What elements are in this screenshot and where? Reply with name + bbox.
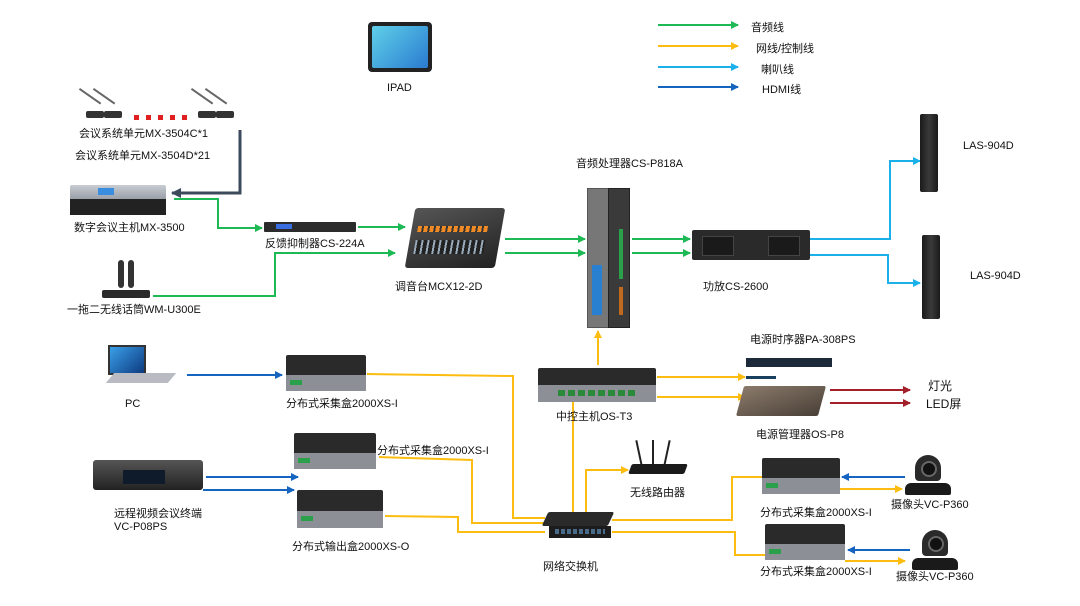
power-manager-icon — [735, 386, 827, 416]
wire-enc-pc-to-switch — [366, 373, 545, 519]
wireless-mic-icon — [102, 260, 150, 298]
switch-label: 网络交换机 — [543, 561, 598, 573]
power-sequencer-icon — [746, 358, 832, 367]
camera2-label: 摄像头VC-P360 — [896, 571, 974, 583]
encoder-box-icon — [286, 355, 366, 391]
wire-enc-vc-to-switch — [378, 456, 545, 524]
conference-units-label-1: 会议系统单元MX-3504C*1 — [79, 128, 208, 140]
amplifier-icon — [692, 230, 810, 260]
ipad-label: IPAD — [387, 82, 412, 94]
legend-speaker-label: 喇叭线 — [761, 64, 794, 76]
column-speaker-icon — [922, 235, 940, 319]
conference-host-icon — [70, 185, 166, 215]
ipad-icon — [368, 22, 432, 72]
wire-dec-vc-to-switch — [384, 515, 545, 533]
audio-processor-label: 音频处理器CS-P818A — [576, 158, 683, 170]
decoder-box-icon — [297, 490, 383, 528]
wire-switch-to-router — [585, 466, 629, 512]
central-controller-icon — [538, 368, 656, 402]
router-label: 无线路由器 — [630, 487, 685, 499]
central-controller-label: 中控主机OS-T3 — [556, 411, 633, 423]
wire-switch-to-enc-cam2 — [612, 531, 765, 556]
amplifier-label: 功放CS-2600 — [703, 281, 769, 293]
led-label: LED屏 — [926, 397, 962, 411]
camera1-label: 摄像头VC-P360 — [891, 499, 969, 511]
legend-hdmi-label: HDMI线 — [762, 84, 802, 96]
wire-host-to-feedback — [174, 198, 263, 232]
wireless-router-icon — [628, 440, 688, 476]
mixer-label: 调音台MCX12-2D — [395, 281, 483, 293]
laptop-icon — [104, 345, 177, 387]
encoder-cam1-label: 分布式采集盒2000XS-I — [760, 507, 872, 519]
pc-label: PC — [125, 398, 141, 410]
mixer-icon — [404, 208, 506, 268]
ptz-camera-icon — [905, 455, 951, 495]
network-switch-icon — [541, 512, 615, 542]
vc-terminal-label-2: VC-P08PS — [114, 521, 168, 533]
encoder-cam2-label: 分布式采集盒2000XS-I — [760, 566, 872, 578]
feedback-suppressor-label: 反馈抑制器CS-224A — [265, 238, 365, 250]
encoder-vc-label: 分布式采集盒2000XS-I — [377, 445, 489, 457]
wire-amp-to-speaker1 — [810, 157, 921, 240]
encoder-box-icon — [765, 524, 845, 560]
column-speaker-icon — [920, 114, 938, 192]
audio-processor-icon — [587, 188, 630, 328]
conference-bus-wire — [171, 130, 242, 198]
vc-terminal-label-1: 远程视频会议终端 — [114, 508, 202, 520]
decoder-vc-label: 分布式输出盒2000XS-O — [292, 541, 410, 553]
wire-switch-to-enc-cam1 — [612, 476, 762, 521]
conference-units-ellipsis — [134, 115, 187, 120]
wire-amp-to-speaker2 — [810, 254, 921, 287]
power-sequencer-bar-icon — [746, 376, 776, 379]
legend-audio-label: 音频线 — [751, 22, 784, 34]
wire-mic-to-mixer — [153, 249, 396, 297]
feedback-suppressor-icon — [264, 222, 356, 232]
wireless-mic-label: 一拖二无线话筒WM-U300E — [67, 304, 201, 316]
conference-mic-icon — [78, 88, 126, 118]
light-label: 灯光 — [928, 379, 953, 393]
video-conference-terminal-icon — [93, 460, 203, 490]
legend-lines — [658, 21, 739, 91]
legend-network-label: 网线/控制线 — [756, 43, 815, 55]
conference-host-label: 数字会议主机MX-3500 — [74, 222, 185, 234]
sequencer-label: 电源时序器PA-308PS — [750, 334, 856, 346]
conference-units-label-2: 会议系统单元MX-3504D*21 — [75, 150, 211, 162]
conference-mic-icon — [190, 88, 238, 118]
encoder-box-icon — [762, 458, 840, 494]
speaker2-label: LAS-904D — [970, 270, 1021, 282]
speaker1-label: LAS-904D — [963, 140, 1014, 152]
encoder-box-icon — [294, 433, 376, 469]
power-manager-label: 电源管理器OS-P8 — [756, 429, 845, 441]
encoder-pc-label: 分布式采集盒2000XS-I — [286, 398, 398, 410]
ptz-camera-icon — [912, 530, 958, 570]
